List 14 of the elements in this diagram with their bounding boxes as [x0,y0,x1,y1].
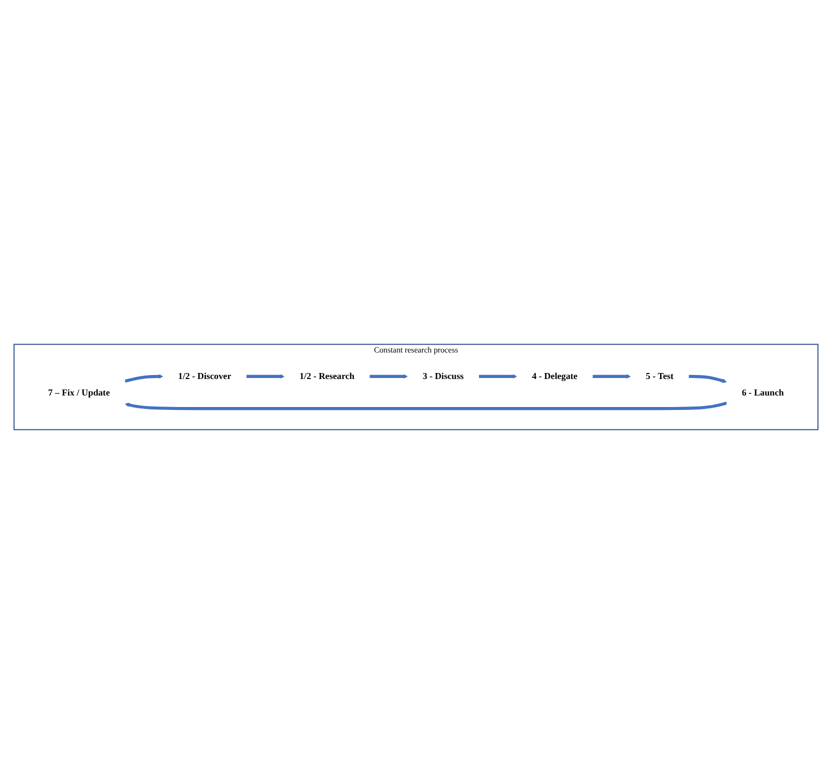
node-text: 5 - Test [646,371,674,382]
arrow [370,374,408,379]
node-text: 1/2 - Research [300,371,354,382]
node-text: 7 – Fix / Update [48,387,110,398]
arrow [478,374,517,379]
arrow [688,374,727,383]
node-text: 6 - Launch [742,387,784,398]
arrow [592,374,631,379]
node-text: 3 - Discuss [422,371,464,382]
node-text: 1/2 - Discover [178,371,232,382]
arrow [124,374,164,383]
node-text: 4 - Delegate [532,371,578,382]
arrow [246,374,285,379]
arrow [124,402,728,410]
